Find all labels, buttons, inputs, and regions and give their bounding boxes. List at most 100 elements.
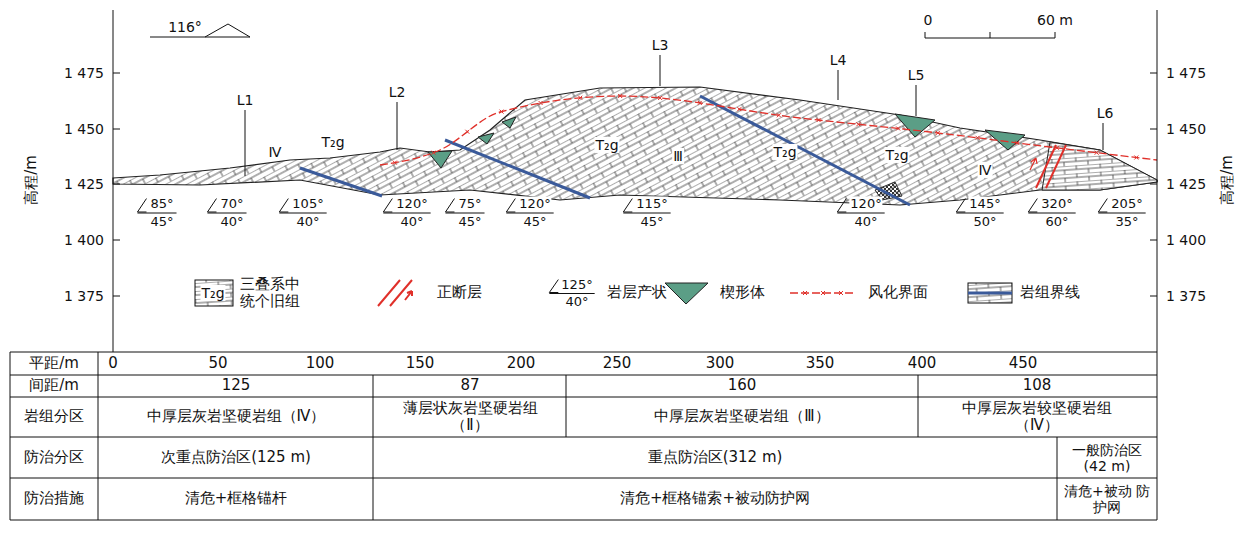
distance-tick: 450 [1009,355,1038,372]
dip-angle: 40° [853,215,878,230]
dip-direction: 145° [968,197,1001,212]
dip-angle: 45° [457,215,482,230]
fault-arrow [1030,158,1037,170]
dip-direction: 120° [395,197,428,212]
dip-angle: 40° [399,215,424,230]
weathering-line [380,96,1157,165]
wedge-block [502,117,516,128]
formation-code: T₂g [884,147,909,163]
legend-text: 风化界面 [868,284,928,301]
legend-fault-swatch [378,280,412,306]
scale-bar [925,32,1055,38]
profile-line-id: L1 [237,92,254,108]
weathering-mark [803,291,807,295]
table-cell: 清危+框格锚索+被动防护网 [620,490,810,507]
distance-tick: 300 [706,355,735,372]
dip-direction: 70° [219,197,244,212]
wedge-block [895,114,935,137]
row-header: 间距/m [29,377,79,394]
table-cell: 108 [1023,377,1052,394]
table-cell: 重点防治区(312 m) [648,449,783,466]
rock-group-numeral: Ⅲ [672,148,684,164]
formation-code: T₂g [594,137,619,153]
dip-angle: 45° [149,215,174,230]
distance-tick: 400 [908,355,937,372]
weathering-mark [658,96,662,100]
table-cell: 中厚层灰岩坚硬岩组（Ⅲ） [654,408,829,425]
scale-label: 0 [924,12,933,28]
dip-direction: 320° [1040,197,1073,212]
weathering-mark [821,291,825,295]
formation-code: T₂g [772,144,797,160]
weathering-mark [976,136,980,140]
weathering-mark [777,113,781,117]
dip-angle: 35° [1114,215,1139,230]
rock-group-numeral: Ⅳ [268,144,283,160]
weathering-mark [698,101,702,105]
distance-tick: 350 [806,355,835,372]
weathering-mark [1134,156,1138,160]
legend-formation-swatch [195,280,233,306]
profile-line-id: L2 [389,84,406,100]
leader-line [838,70,839,100]
leader-line [397,102,398,150]
dip-angle: 40° [295,215,320,230]
elevation-tick: 1 450 [64,121,104,137]
table-cell: 125 [222,377,251,394]
orientation-angle: 116° [168,19,202,35]
formation-code: T₂g [320,134,345,150]
weathering-mark [1015,141,1019,145]
dip-angle: 40° [565,295,588,310]
leader-line [1103,123,1104,150]
dip-direction: 85° [149,197,174,212]
weathering-mark [839,291,843,295]
rock-group-numeral: Ⅳ [978,162,993,178]
distance-tick: 100 [306,355,335,372]
weathering-mark [817,118,821,122]
axis-tick [113,73,1157,74]
distance-tick: 0 [108,355,118,372]
elevation-tick: 1 400 [64,232,104,248]
table-cell: 清危+被动 防护网 [1061,483,1153,515]
wedge-block [428,151,452,168]
distance-tick: 50 [208,355,227,372]
weathering-mark [431,151,435,155]
table-cell: 中厚层灰岩坚硬岩组（Ⅳ） [147,408,326,425]
leader-line [245,110,246,176]
table-cell: 清危+框格锚杆 [185,490,288,507]
distance-tick: 200 [507,355,536,372]
dip-direction: 115° [635,197,668,212]
elevation-tick: 1 475 [64,65,104,81]
formation-code: T₂g [200,285,225,301]
row-header: 防治分区 [24,449,84,466]
dip-angle: 60° [1044,215,1069,230]
elevation-tick: 1 400 [1166,232,1206,248]
legend-text: 三叠系中统个旧组 [240,276,312,311]
row-header: 平距/m [29,355,79,372]
weathering-mark [393,161,397,165]
table-cell: 一般防治区 (42 m) [1061,442,1153,474]
axis-title: 高程/m [1219,155,1236,205]
table-grid [10,352,1157,520]
row-header: 岩组分区 [24,408,84,425]
elevation-tick: 1 475 [1166,65,1206,81]
profile-line-id: L5 [908,67,925,83]
elevation-tick: 1 425 [1166,176,1206,192]
group-boundary [700,96,910,205]
profile-line-id: L6 [1097,105,1114,121]
dip-direction: 125° [561,278,592,293]
weathering-mark [936,131,940,135]
group-boundary [445,140,590,198]
legend-text: 岩层产状 [607,284,667,301]
elevation-tick: 1 375 [1166,288,1206,304]
dip-angle: 40° [219,215,244,230]
normal-fault [1046,145,1066,188]
elevation-tick: 1 450 [1166,121,1206,137]
dip-direction: 120° [849,197,882,212]
axis-title: 高程/m [23,155,40,205]
weathering-mark [465,130,469,134]
dip-direction: 205° [1110,197,1143,212]
dip-direction: 105° [291,197,324,212]
elevation-tick: 1 425 [64,176,104,192]
scale-label: 60 m [1037,12,1073,28]
